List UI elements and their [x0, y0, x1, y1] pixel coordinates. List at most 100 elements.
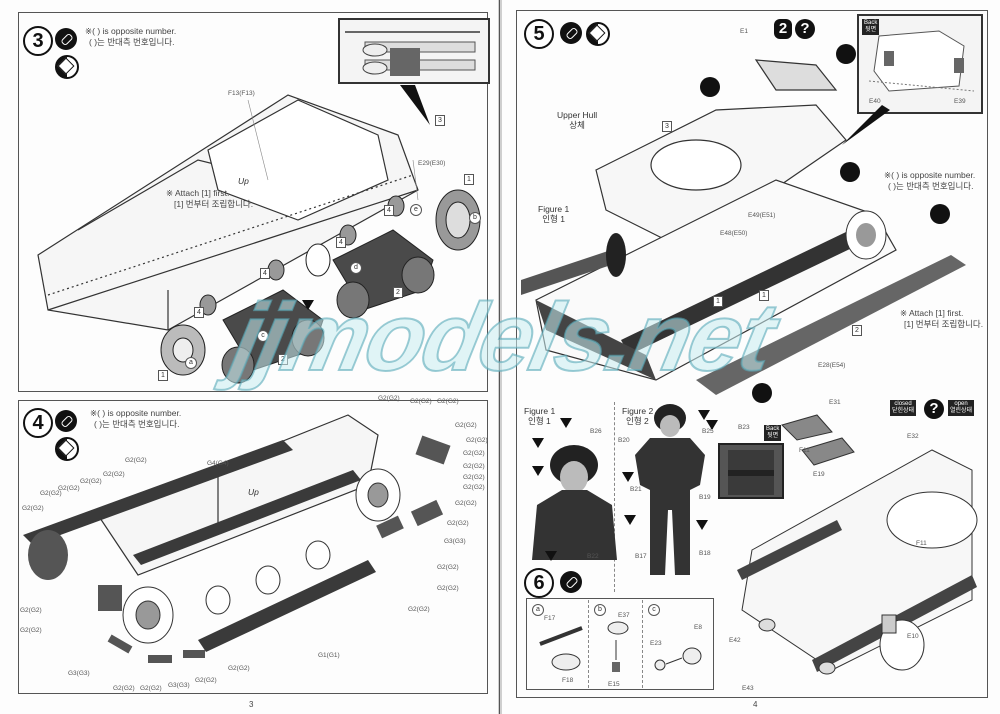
divider: [614, 402, 615, 592]
label-g2: G2(G2): [410, 398, 432, 405]
label-g1: G1(G1): [318, 652, 340, 659]
glue-icon: [55, 410, 77, 432]
figure1-en: Figure 1: [538, 204, 570, 214]
label-e31: E31: [829, 399, 841, 406]
label-b18: B18: [699, 550, 711, 557]
upper-hull-ko: 상체: [569, 120, 585, 130]
box-number-3: 3: [662, 121, 672, 132]
left-page: 3 ※( ) is opposite number. ( )는 반대측 번호입니…: [0, 0, 498, 714]
label-f13: F13(F13): [228, 90, 255, 97]
step-number-5: 5: [524, 19, 554, 49]
caution-triangle-icon: [532, 438, 544, 448]
box-number-1: 1: [464, 174, 474, 185]
label-g2: G2(G2): [437, 398, 459, 405]
label-g2: G2(G2): [463, 474, 485, 481]
back-ko: 뒷면: [767, 433, 779, 439]
open-en: open: [954, 401, 968, 407]
label-e43: E43: [742, 685, 754, 692]
back-tag: Back 뒷면: [862, 19, 880, 35]
caution-triangle-icon: [698, 410, 710, 420]
label-g2: G2(G2): [103, 471, 125, 478]
box-number-4: 4: [336, 237, 346, 248]
step4-frame: [18, 400, 488, 694]
sub-label-c: c: [648, 604, 660, 616]
box-number-4: 4: [194, 307, 204, 318]
figure2-back-inset: [718, 443, 784, 499]
right-page: 5 2 ? Back 뒷면 E40 E39: [502, 0, 1000, 714]
label-g2: G2(G2): [463, 484, 485, 491]
note-ko: ( )는 반대측 번호입니다.: [888, 181, 974, 191]
inset-pointer: [842, 105, 890, 145]
back-detail-inset: Back 뒷면 E40 E39: [857, 14, 983, 114]
label-g4: G4(G4): [207, 460, 229, 467]
figure2-back-drawing: [728, 450, 774, 495]
label-f17: F17: [544, 615, 556, 622]
label-g2: G2(G2): [140, 685, 162, 692]
label-g2: G2(G2): [228, 665, 250, 672]
label-g3: G3(G3): [68, 670, 90, 677]
note-ko: ( )는 반대측 번호입니다.: [89, 37, 175, 47]
note-en: ※( ) is opposite number.: [90, 408, 182, 418]
label-e37: E37: [618, 612, 630, 619]
label-e32: E32: [907, 433, 919, 440]
label-g2: G2(G2): [463, 463, 485, 470]
label-b23: B23: [738, 424, 750, 431]
label-e1: E1: [740, 28, 748, 35]
box-number-4: 4: [384, 205, 394, 216]
circle-label-b: b: [469, 212, 481, 224]
step3-detail-inset: [338, 18, 490, 84]
label-b20: B20: [618, 437, 630, 444]
caution-triangle-icon: [696, 520, 708, 530]
step5-note: ※( ) is opposite number. ( )는 반대측 번호입니다.: [884, 170, 975, 192]
back-en: Back: [864, 20, 878, 26]
label-b22: B22: [587, 553, 599, 560]
book-spine: [498, 0, 502, 714]
gun-part-drawing: [539, 626, 583, 671]
box-number-2: 2: [852, 325, 862, 336]
note-en: ※( ) is opposite number.: [884, 170, 976, 180]
label-g2: G2(G2): [40, 490, 62, 497]
step4-track-drawing: [23, 414, 451, 663]
figure1-label: Figure 1 인형 1: [538, 204, 569, 224]
page-number: 4: [753, 700, 758, 709]
glue-icon: [560, 571, 582, 593]
both-sides-icon: [55, 437, 79, 461]
figure2-standing-drawing: [635, 404, 705, 575]
label-b19: B19: [699, 494, 711, 501]
note-ko: ( )는 반대측 번호입니다.: [94, 419, 180, 429]
box-number-1: 1: [713, 296, 723, 307]
sub-label-b: b: [594, 604, 606, 616]
sprue-icon: [840, 162, 860, 182]
circle-label-e: e: [410, 204, 422, 216]
label-g2: G2(G2): [22, 505, 44, 512]
page-frame: [516, 10, 988, 698]
label-up: Up: [238, 176, 249, 186]
label-g2: G2(G2): [125, 457, 147, 464]
label-g2: G2(G2): [437, 585, 459, 592]
label-b21: B21: [630, 486, 642, 493]
label-e39: E39: [954, 98, 966, 105]
watermark-logo: jjmodels.net: [223, 283, 784, 392]
sprue-icon: [930, 204, 950, 224]
label-g2: G2(G2): [466, 437, 488, 444]
label-e40: E40: [869, 98, 881, 105]
label-e10: E10: [907, 633, 919, 640]
label-g2: G2(G2): [463, 450, 485, 457]
divider: [588, 600, 589, 688]
glue-icon: [55, 28, 77, 50]
open-ko: 열린상태: [950, 408, 973, 414]
figure1-ko: 인형 1: [542, 214, 565, 224]
caution-triangle-icon: [622, 472, 634, 482]
step3-note: ※( ) is opposite number. ( )는 반대측 번호입니다.: [85, 26, 176, 48]
both-sides-icon: [586, 22, 610, 46]
label-e49: E49(E51): [748, 212, 776, 219]
box-number-3: 3: [435, 115, 445, 126]
circle-label-a: a: [185, 357, 197, 369]
label-g2: G2(G2): [20, 627, 42, 634]
label-e19: E19: [813, 471, 825, 478]
step-number-3: 3: [23, 26, 53, 56]
figure1-title-ko: 인형 1: [528, 416, 551, 426]
open-tag: open 열린상태: [948, 400, 975, 416]
step3-attach-note: ※ Attach [1] first. [1] 번부터 조립합니다.: [166, 188, 253, 210]
label-f11: F11: [799, 447, 810, 454]
